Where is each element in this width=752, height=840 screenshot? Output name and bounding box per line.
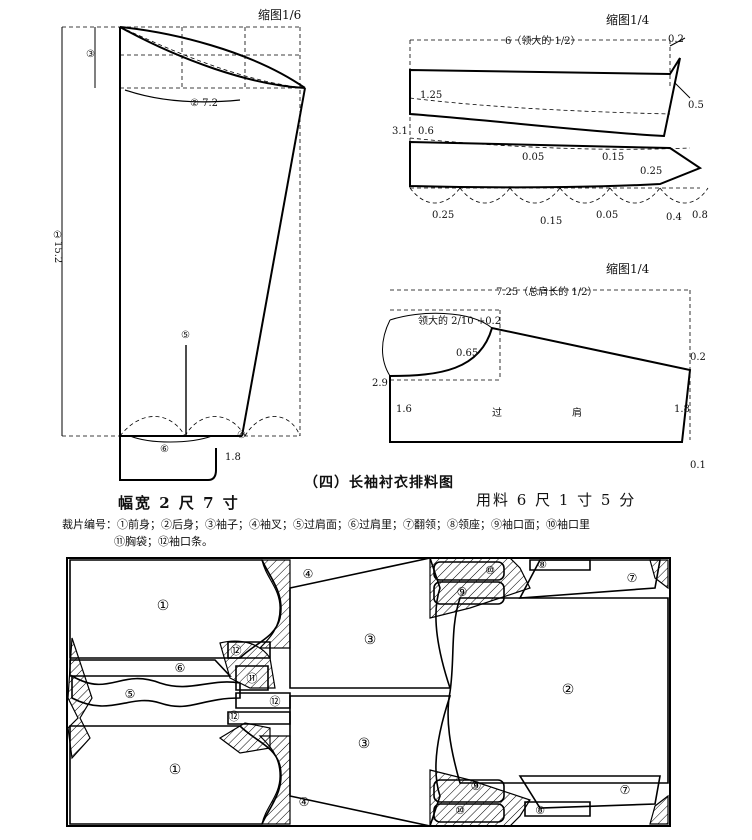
fabric-amount: 用料 6 尺 1 寸 5 分	[476, 491, 637, 509]
piece-4-top: ④	[303, 567, 314, 581]
collar-pattern	[409, 37, 709, 204]
diagram-title: （四）长袖衬衣排料图	[304, 475, 454, 491]
collar-label-05: 0.5	[688, 100, 704, 111]
yoke-label-top: 7.25（总肩长的 1/2）	[496, 287, 598, 298]
sleeve-label-6: ⑥	[160, 444, 169, 455]
sleeve-label-3: ③	[86, 49, 95, 60]
collar-label-b04: 0.4	[666, 212, 682, 223]
piece-7-top: ⑦	[627, 571, 638, 585]
piece-12-a: ⑫	[231, 644, 242, 657]
collar-label-02: 0.2	[668, 34, 684, 45]
piece-11: ⑪	[247, 672, 258, 685]
collar-label-125: 1.25	[420, 90, 443, 101]
collar-scale-label: 缩图1/4	[606, 13, 650, 27]
piece-10-bottom: ⑩	[455, 804, 465, 817]
piece-8-top: ⑧	[537, 558, 547, 571]
piece-9-top: ⑨	[457, 585, 468, 599]
sleeve-label-4: ④	[237, 430, 246, 441]
piece-legend-line1: 裁片编号：①前身；②后身；③袖子；④袖叉；⑤过肩面；⑥过肩里；⑦翻领；⑧领座；⑨…	[62, 518, 590, 531]
collar-label-005a: 0.05	[522, 152, 545, 163]
yoke-label-01: 0.1	[690, 460, 706, 471]
collar-label-b015: 0.15	[540, 216, 563, 227]
yoke-scale-label: 缩图1/4	[606, 262, 650, 276]
piece-12-b: ⑫	[270, 695, 281, 708]
yoke-pattern	[382, 289, 692, 443]
collar-label-06: 0.6	[418, 126, 434, 137]
piece-4-bottom: ④	[299, 795, 310, 809]
yoke-label-02: 0.2	[690, 352, 706, 363]
yoke-center-2: 肩	[572, 408, 582, 419]
piece-7-bottom: ⑦	[620, 783, 631, 797]
piece-1-bottom: ①	[169, 762, 182, 778]
piece-6: ⑥	[175, 661, 186, 675]
cutting-layout: ① ① ② ③ ③ ④ ④ ⑤ ⑥ ⑦ ⑦ ⑧ ⑧ ⑨ ⑨ ⑩ ⑩ ⑪ ⑫ ⑫ …	[66, 557, 671, 827]
yoke-center-1: 过	[492, 408, 502, 419]
collar-label-015a: 0.15	[602, 152, 625, 163]
sleeve-label-5: ⑤	[181, 330, 190, 341]
piece-9-bottom: ⑨	[471, 779, 482, 793]
collar-label-31: 3.1	[392, 126, 408, 137]
collar-label-b025: 0.25	[432, 210, 455, 221]
yoke-label-16: 1.6	[396, 404, 412, 415]
piece-5: ⑤	[125, 687, 136, 701]
fabric-width: 幅宽 2 尺 7 寸	[118, 494, 240, 512]
piece-legend-line2: ⑪胸袋；⑫袖口条。	[114, 535, 213, 548]
yoke-label-inner: 领大的 2/10 +0.2	[418, 316, 502, 327]
piece-3-bottom: ③	[358, 736, 371, 752]
yoke-label-29: 2.9	[372, 378, 388, 389]
yoke-label-18: 1.8	[674, 404, 690, 415]
collar-label-025: 0.25	[640, 166, 663, 177]
sleeve-label-18: 1.8	[225, 452, 241, 463]
piece-10-top: ⑩	[485, 564, 495, 577]
collar-label-top: 6（领大的 1/2）	[505, 36, 581, 47]
sleeve-label-1: ①15.2	[52, 230, 63, 264]
piece-2: ②	[562, 682, 575, 698]
piece-8-bottom: ⑧	[535, 804, 545, 817]
collar-label-b005: 0.05	[596, 210, 619, 221]
piece-1-top: ①	[157, 598, 170, 614]
sleeve-label-2: ② 7.2	[190, 98, 219, 109]
piece-3-top: ③	[364, 632, 377, 648]
sleeve-scale-label: 缩图1/6	[258, 8, 302, 22]
piece-12-c: ⑫	[229, 710, 240, 723]
sleeve-pattern	[61, 26, 306, 481]
yoke-label-065: 0.65	[456, 348, 479, 359]
collar-label-b08: 0.8	[692, 210, 708, 221]
